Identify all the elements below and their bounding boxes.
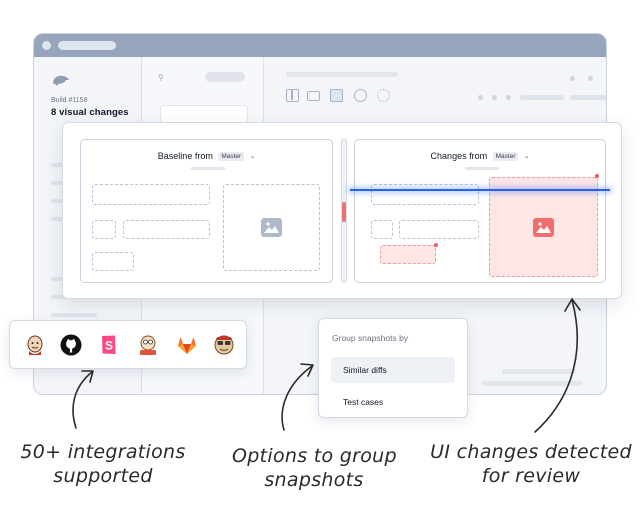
history-icon[interactable]	[354, 89, 367, 102]
diff-highlight-block[interactable]	[380, 245, 436, 264]
toolbar-dot	[506, 95, 511, 100]
travis-icon[interactable]	[212, 333, 236, 357]
note-integrations-line-2: supported	[53, 465, 153, 487]
placeholder-block	[92, 184, 210, 205]
chevron-down-icon[interactable]: ⌄	[249, 153, 256, 160]
logo-bird-icon	[53, 75, 69, 86]
note-ui-changes-line-1: UI changes detected	[430, 441, 632, 463]
content-placeholder	[502, 369, 576, 374]
placeholder-block	[371, 220, 393, 239]
note-grouping-line-2: snapshots	[264, 469, 364, 491]
baseline-pane: Baseline from Master ⌄	[80, 139, 333, 283]
baseline-branch-badge[interactable]: Master	[218, 152, 245, 161]
jenkins-icon[interactable]	[23, 333, 47, 357]
changes-branch-badge[interactable]: Master	[492, 152, 519, 161]
split-view-icon[interactable]	[286, 89, 299, 102]
note-ui-changes-line-2: for review	[481, 465, 581, 487]
content-placeholder	[482, 381, 582, 386]
placeholder-block	[371, 184, 479, 205]
build-number: Build #1158	[51, 97, 88, 104]
toolbar-pill	[570, 95, 606, 100]
placeholder-block	[123, 220, 210, 239]
main-area	[264, 57, 606, 394]
image-icon	[533, 218, 554, 237]
window-title-placeholder	[58, 41, 116, 50]
group-option-test-cases[interactable]: Test cases	[343, 397, 384, 407]
snapshot-title-placeholder	[286, 72, 398, 77]
diff-highlight-icon[interactable]	[377, 89, 390, 102]
window-titlebar	[34, 34, 606, 57]
image-placeholder	[223, 184, 320, 271]
visual-changes-count: 8 visual changes	[51, 107, 129, 118]
chevron-down-icon[interactable]: ⌄	[523, 153, 530, 160]
github-icon[interactable]	[59, 333, 83, 357]
svg-text:S: S	[105, 339, 113, 353]
snapshot-comparison-card: Baseline from Master ⌄ Changes from Mast…	[62, 122, 622, 299]
baseline-subtitle-placeholder	[191, 167, 225, 170]
search-icon[interactable]: ⚲	[158, 73, 164, 82]
group-menu-title: Group snapshots by	[332, 333, 409, 343]
group-snapshots-menu: Group snapshots by Similar diffs Test ca…	[318, 318, 468, 418]
note-integrations-line-1: 50+ integrations	[20, 441, 186, 463]
diff-marker	[595, 174, 599, 178]
diff-image-region[interactable]	[489, 177, 598, 277]
toolbar-dot	[478, 95, 483, 100]
sidebar-item-placeholder[interactable]	[51, 313, 97, 317]
window-action-dot	[588, 76, 593, 81]
toolbar-pill	[520, 95, 564, 100]
overlay-view-icon[interactable]	[330, 89, 343, 102]
window-action-dot	[606, 76, 607, 81]
baseline-header[interactable]: Baseline from Master ⌄	[81, 151, 332, 161]
changes-header[interactable]: Changes from Master ⌄	[355, 151, 605, 161]
gitlab-icon[interactable]	[175, 333, 199, 357]
storybook-icon[interactable]: S	[97, 333, 121, 357]
filter-pill[interactable]	[205, 72, 245, 82]
scan-line	[350, 189, 610, 191]
changes-pane: Changes from Master ⌄	[354, 139, 606, 283]
integrations-card: S	[9, 320, 247, 369]
placeholder-block	[399, 220, 479, 239]
circleci-icon[interactable]	[136, 333, 160, 357]
single-view-icon[interactable]	[307, 91, 320, 101]
group-option-similar-diffs[interactable]: Similar diffs	[331, 357, 455, 383]
note-grouping-line-1: Options to group	[232, 445, 397, 467]
slider-handle[interactable]	[342, 202, 346, 222]
placeholder-block	[92, 252, 134, 271]
placeholder-block	[92, 220, 116, 239]
window-dot	[42, 41, 51, 50]
changes-subtitle-placeholder	[465, 167, 499, 170]
comparison-slider[interactable]	[341, 139, 347, 283]
window-action-dot	[570, 76, 575, 81]
diff-marker	[434, 243, 438, 247]
note-grouping: Options to group snapshots	[232, 444, 397, 492]
note-integrations: 50+ integrations supported	[18, 440, 188, 488]
baseline-label: Baseline from	[157, 151, 213, 161]
toolbar-dot	[492, 95, 497, 100]
image-icon	[261, 218, 282, 237]
note-ui-changes: UI changes detected for review	[428, 440, 634, 488]
changes-label: Changes from	[430, 151, 488, 161]
